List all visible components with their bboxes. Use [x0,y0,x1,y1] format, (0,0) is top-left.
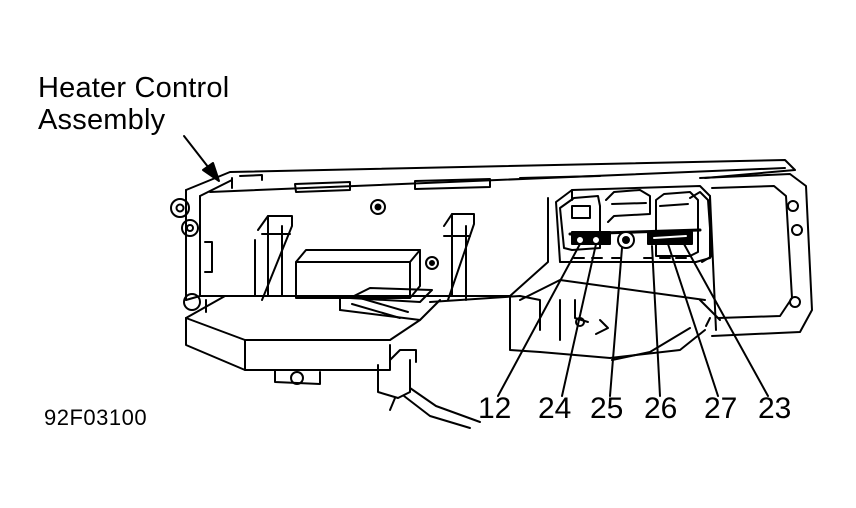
pin-label-12: 12 [478,392,512,425]
callout-arrow [183,135,220,182]
component-callout: Heater Control Assembly [38,72,229,136]
pin-label-25: 25 [590,392,624,425]
center-knob [295,249,439,299]
pin-label-27: 27 [704,392,738,425]
pin-label-23: 23 [758,392,792,425]
housing-body [199,197,721,361]
cable-bracket [185,287,481,429]
slide-lever-left [254,215,293,301]
callout-line-2: Assembly [38,104,166,136]
callout-line-1: Heater Control [38,72,230,104]
housing [170,159,796,311]
pin-label-24: 24 [538,392,572,425]
connector-block [555,185,713,263]
mounting-flange [699,173,813,337]
pin-leader-lines [497,243,769,397]
figure-id: 92F03100 [44,405,148,430]
pin-label-26: 26 [644,392,678,425]
slide-lever-right [443,213,475,301]
pin-labels: 12 24 25 26 27 23 [474,392,814,426]
